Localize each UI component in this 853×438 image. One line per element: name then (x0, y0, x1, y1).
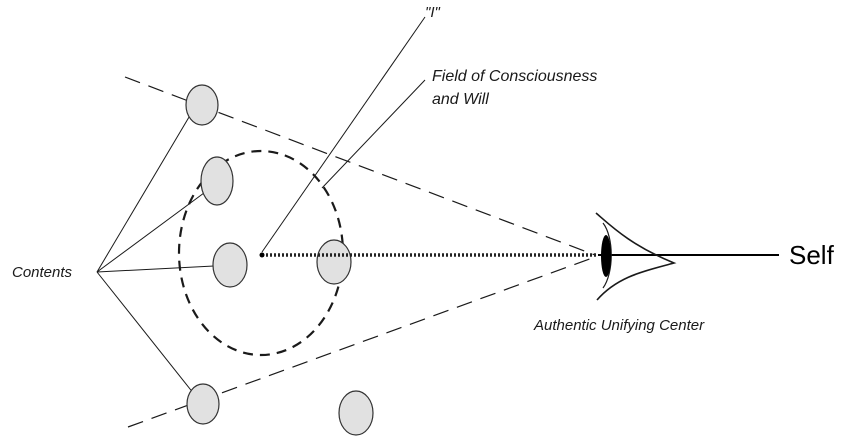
i-pointer-line (261, 16, 426, 253)
contents-label: Contents (12, 264, 73, 281)
contents-connector-line (96, 106, 196, 273)
i-point (259, 252, 265, 258)
field-label-line1: Field of Consciousness (432, 68, 598, 85)
i-label: "I" (425, 4, 440, 21)
contents-connector-line (96, 271, 195, 395)
content-circle (316, 239, 352, 285)
contents-connector-line (96, 265, 215, 273)
contents-connector-line (96, 189, 209, 273)
authentic-center-label: Authentic Unifying Center (534, 317, 705, 334)
content-circle (185, 84, 219, 126)
eye-lid-curve (602, 222, 612, 289)
eye-icon (595, 212, 677, 301)
content-circle (338, 390, 374, 436)
content-circle (186, 383, 220, 425)
content-circle (200, 156, 234, 206)
eye-pupil (601, 235, 611, 277)
content-circle (212, 242, 248, 288)
field-label-line2: and Will (432, 91, 489, 108)
self-label: Self (789, 240, 834, 270)
eye-outline (595, 212, 677, 301)
field-pointer-line (321, 79, 426, 189)
